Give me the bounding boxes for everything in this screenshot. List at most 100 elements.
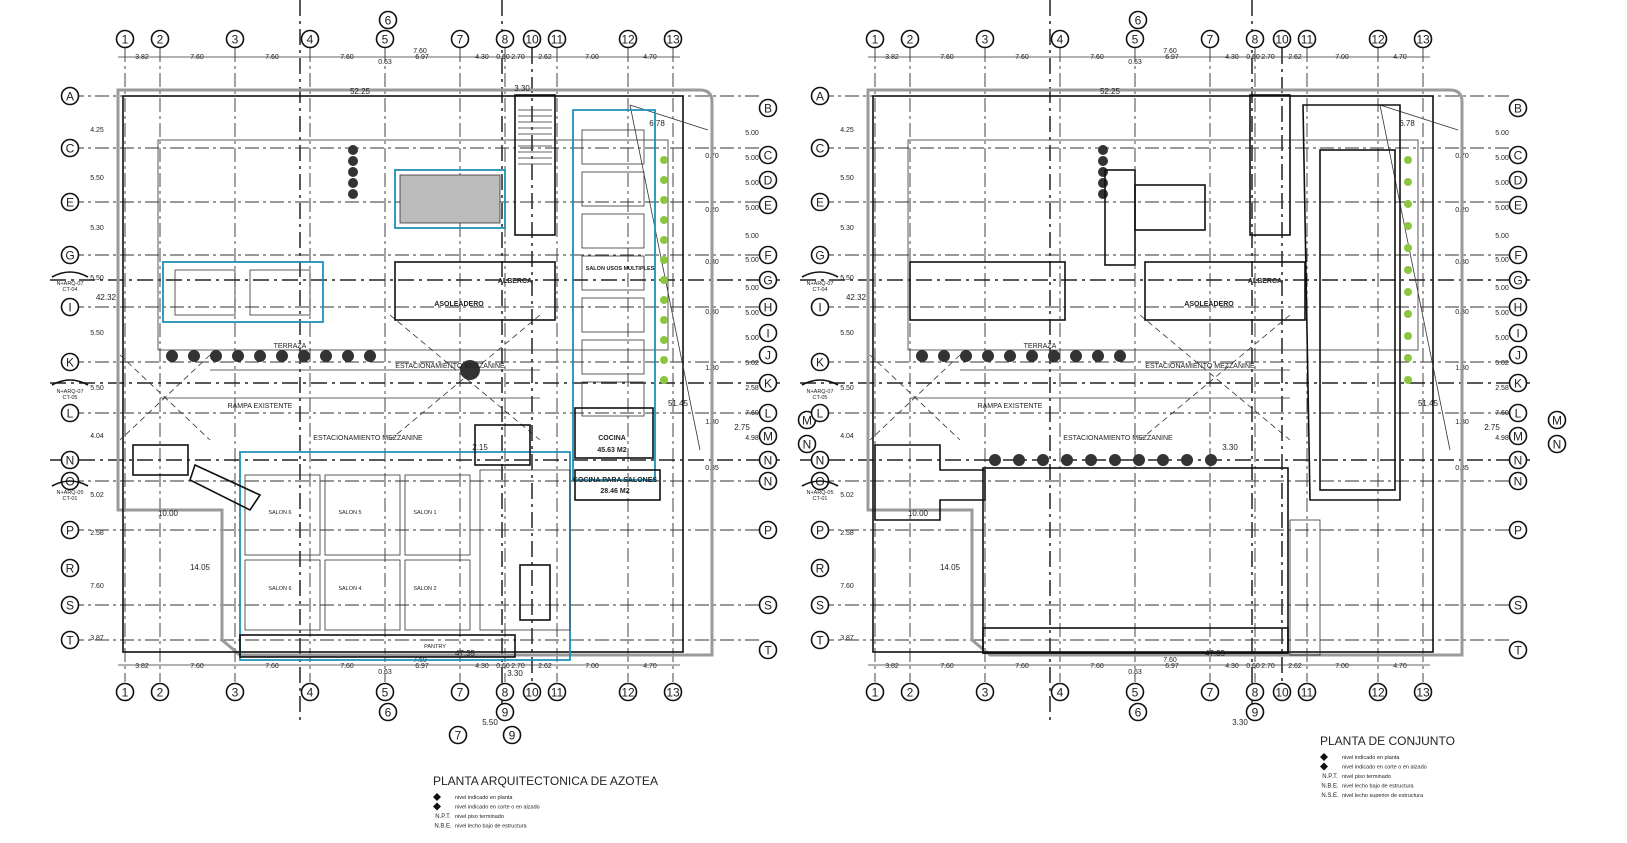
bottom-dimension: 0.60 bbox=[496, 663, 510, 670]
axis-bubble-circle bbox=[1508, 426, 1528, 446]
axis-bubble-label: G bbox=[65, 249, 74, 263]
pantry-outline bbox=[239, 634, 516, 658]
axis-bubble-label: 5 bbox=[382, 686, 389, 700]
row-axis-bubble: I bbox=[758, 323, 778, 343]
dining-table-group bbox=[581, 255, 645, 291]
column-axis-bubble: 2 bbox=[900, 29, 920, 49]
column-axis-bubble: 10 bbox=[1272, 682, 1292, 702]
axis-bubble-label: 1 bbox=[872, 686, 879, 700]
legend-row: nivel indicado en corte o en alzado bbox=[1320, 762, 1427, 771]
axis-bubble-circle bbox=[758, 245, 778, 265]
axis-bubble-label: 1 bbox=[122, 33, 129, 47]
axis-bubble-circle bbox=[448, 725, 468, 745]
axis-bubble-circle bbox=[758, 450, 778, 470]
axis-bubble-circle bbox=[1547, 434, 1567, 454]
row-axis-bubble: P bbox=[1508, 520, 1528, 540]
row-axis-bubble: T bbox=[758, 640, 778, 660]
row-axis-bubble: M bbox=[758, 426, 778, 446]
axis-bubble-circle bbox=[1508, 403, 1528, 423]
bottom-dimension: 7.60 bbox=[1090, 663, 1104, 670]
tree-symbol bbox=[1205, 454, 1217, 466]
axis-bubble-circle bbox=[758, 520, 778, 540]
overall-dimension: 51.45 bbox=[1418, 399, 1439, 408]
axis-bubble-label: C bbox=[816, 142, 825, 156]
axis-bubble-label: 13 bbox=[666, 686, 680, 700]
legend-symbol: N.B.E. bbox=[434, 824, 452, 830]
room-label: PANTRY bbox=[424, 644, 446, 650]
axis-bubble-label: 9 bbox=[502, 706, 509, 720]
axis-bubble-label: F bbox=[764, 249, 771, 263]
overall-dimension: 42.32 bbox=[846, 293, 867, 302]
row-axis-bubble: J bbox=[758, 345, 778, 365]
planter-symbol bbox=[660, 316, 668, 324]
planter-symbol bbox=[660, 356, 668, 364]
axis-bubble-label: G bbox=[815, 249, 824, 263]
section-mark-arrow bbox=[51, 379, 89, 386]
column-axis-bubble: 13 bbox=[663, 29, 683, 49]
salones-roof-outline bbox=[982, 467, 1289, 654]
axis-bubble-label: H bbox=[764, 301, 773, 315]
overall-dimension: 10.00 bbox=[908, 509, 929, 518]
tree-symbol bbox=[1109, 454, 1121, 466]
column-axis-bubble: 5 bbox=[1125, 29, 1145, 49]
right-row-dimension: 5.00 bbox=[745, 285, 759, 292]
column-axis-bubble: 3 bbox=[975, 682, 995, 702]
right-row-dimension: 2.58 bbox=[745, 385, 759, 392]
room-label: SALON 2 bbox=[413, 586, 436, 592]
room-label: COCINA bbox=[598, 435, 626, 442]
tree-symbol bbox=[1004, 350, 1016, 362]
level-marker-icon bbox=[433, 793, 441, 801]
column-axis-bubble: 12 bbox=[1368, 682, 1388, 702]
row-axis-bubble: C bbox=[60, 138, 80, 158]
axis-bubble-circle bbox=[1272, 682, 1292, 702]
axis-bubble-circle bbox=[1368, 682, 1388, 702]
axis-bubble-label: 3 bbox=[232, 686, 239, 700]
row-axis-bubble: D bbox=[1508, 170, 1528, 190]
axis-bubble-label: N bbox=[816, 454, 825, 468]
axis-bubble-circle bbox=[758, 270, 778, 290]
column-axis-bubble: 8 bbox=[495, 682, 515, 702]
left-row-dimension: 5.02 bbox=[840, 492, 854, 499]
tree-symbol bbox=[166, 350, 178, 362]
axis-bubble-circle bbox=[375, 29, 395, 49]
bottom-dimension: 2.70 bbox=[511, 663, 525, 670]
right-row-dimension: 5.00 bbox=[1495, 257, 1509, 264]
legend-row: N.P.T.nivel piso terminado bbox=[435, 814, 504, 820]
axis-bubble-circle bbox=[60, 138, 80, 158]
row-axis-bubble: R bbox=[810, 558, 830, 578]
tree-symbol bbox=[1013, 454, 1025, 466]
row-axis-bubble: P bbox=[810, 520, 830, 540]
column-axis-bubble: 4 bbox=[1050, 682, 1070, 702]
pool-basin bbox=[249, 269, 311, 316]
tower-inner bbox=[1319, 149, 1396, 491]
axis-bubble-circle bbox=[1508, 170, 1528, 190]
axis-bubble-circle bbox=[1508, 345, 1528, 365]
left-row-dimension: 3.87 bbox=[90, 635, 104, 642]
tree-symbol bbox=[1181, 454, 1193, 466]
right-row-dimension: 7.60 bbox=[1495, 410, 1509, 417]
column-axis-bubble: 11 bbox=[1297, 682, 1317, 702]
column-axis-bubble: 1 bbox=[115, 29, 135, 49]
row-axis-bubble: C bbox=[758, 145, 778, 165]
axis-bubble-circle bbox=[758, 345, 778, 365]
tree-symbol bbox=[188, 350, 200, 362]
column-axis-bubble: 1 bbox=[115, 682, 135, 702]
axis-bubble-label: 13 bbox=[666, 33, 680, 47]
axis-bubble-circle bbox=[1547, 410, 1567, 430]
axis-bubble-label: 7 bbox=[1207, 33, 1214, 47]
left-row-dimension: 5.50 bbox=[840, 330, 854, 337]
axis-bubble-circle bbox=[1508, 145, 1528, 165]
planter-symbol bbox=[1404, 310, 1412, 318]
tree-symbol bbox=[960, 350, 972, 362]
column-axis-bubble: 4 bbox=[1050, 29, 1070, 49]
axis-bubble-circle bbox=[618, 29, 638, 49]
axis-bubble-label: M bbox=[1513, 430, 1523, 444]
chamfer-line bbox=[629, 104, 709, 131]
left-row-dimension: 2.58 bbox=[90, 530, 104, 537]
overall-dimension: 3.30 bbox=[514, 84, 530, 93]
axis-bubble-label: 11 bbox=[551, 33, 564, 47]
left-row-dimension: 7.60 bbox=[840, 583, 854, 590]
overall-dimension: 10.00 bbox=[158, 509, 179, 518]
room-label: RAMPA EXISTENTE bbox=[978, 403, 1043, 410]
